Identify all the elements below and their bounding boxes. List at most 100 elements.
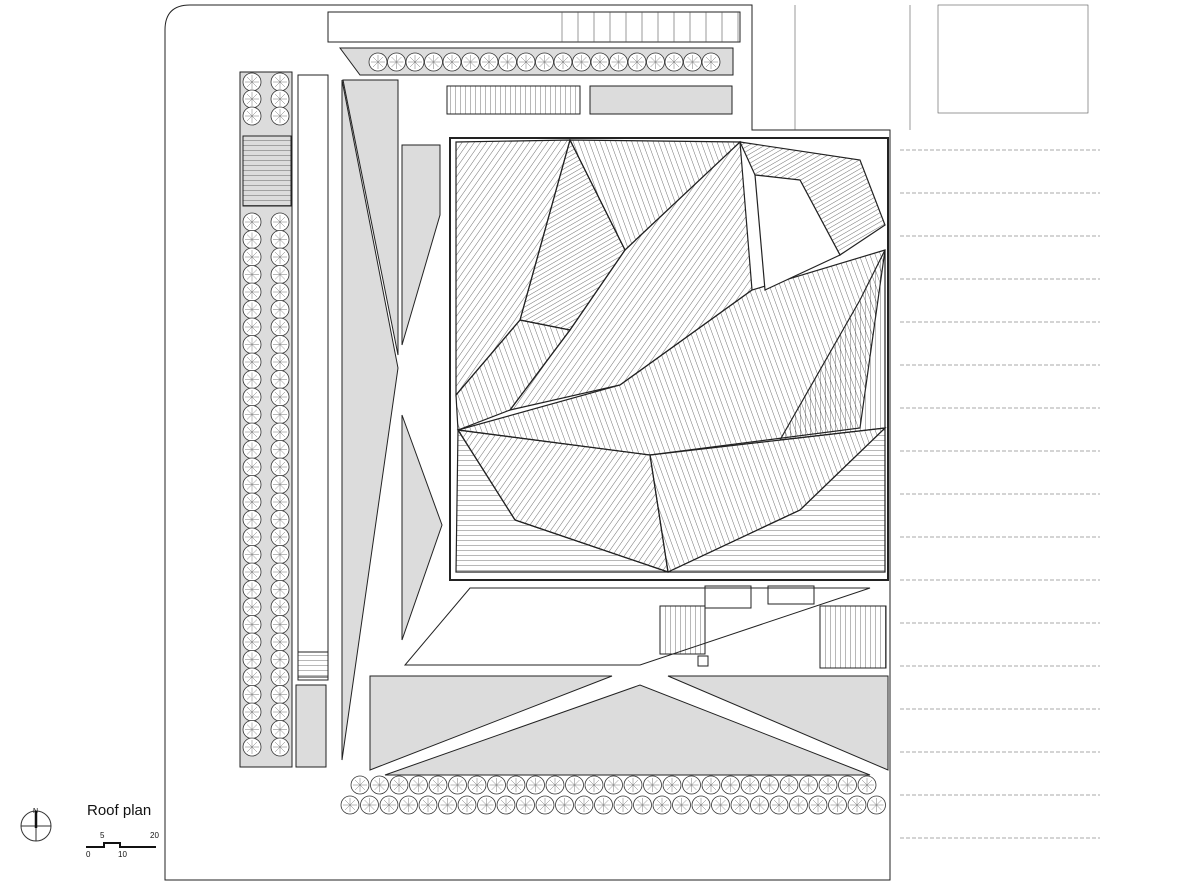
tree-icon [242,545,262,564]
tree-icon [604,775,623,795]
tree-icon [721,775,740,795]
scale-label-10: 10 [118,850,127,859]
tree-icon [270,632,290,652]
path-triangle [403,587,871,666]
landscape-bottom-right [667,675,889,771]
tree-icon [270,457,290,477]
tree-icon [242,527,262,547]
tree-icon [646,52,665,72]
tree-icon [270,300,290,319]
tree-icon [399,795,418,815]
tree-icon [818,775,838,795]
tree-icon [242,335,262,354]
tree-icon [847,795,867,815]
tree-icon [242,405,262,424]
tree-icon [516,52,536,72]
top-strip [327,11,741,43]
building-box [697,655,709,667]
tree-icon [779,775,799,795]
tree-icon [270,510,290,529]
tree-icon [242,475,262,494]
tree-icon [643,775,662,795]
tree-icon [270,667,290,687]
tree-icon [242,282,262,302]
tree-icon [565,775,584,795]
landscape-bottom-center [384,684,871,776]
tree-icon [506,775,526,795]
tree-icon [242,667,262,687]
tree-icon [270,282,290,302]
tree-icon [270,317,290,337]
tree-icon [270,685,290,704]
tree-icon [242,230,262,249]
tree-icon [242,352,262,372]
tree-icon [672,795,691,815]
tree-icon [242,632,262,652]
tree-icon [701,52,721,72]
hatched-block [446,85,581,115]
scale-label-5: 5 [100,831,105,840]
hatched-block [819,605,887,669]
tree-icon [242,300,262,319]
tree-icon [467,775,487,795]
tree-icon [389,775,409,795]
tree-icon [270,89,290,109]
tree-icon [242,212,262,232]
tree-icon [242,106,262,126]
tree-icon [627,52,647,72]
tree-icon [242,685,262,704]
tree-icon [867,795,886,815]
scale-label-0: 0 [86,850,91,859]
tree-icon [270,265,290,284]
tree-icon [516,795,535,815]
tree-icon [242,440,262,459]
landscape-strip-upper [342,79,399,356]
tree-icon [270,702,290,722]
landscape-strip-mid [401,414,443,641]
tree-icon [242,650,262,669]
tree-icon [711,795,730,815]
tree-icon [428,775,448,795]
tree-icon [270,440,290,459]
tree-icon [418,795,438,815]
tree-icon [270,615,290,634]
tree-icon [498,52,517,72]
tree-icon [487,775,506,795]
tree-icon [683,52,702,72]
tree-icon [789,795,808,815]
tree-icon [760,775,779,795]
tree-icon [555,795,574,815]
tree-icon [270,352,290,372]
tree-icon [368,52,388,72]
left-hatched [242,135,292,207]
north-label: N [33,808,38,815]
tree-icon [623,775,643,795]
tree-icon [857,775,877,795]
tree-icon [682,775,701,795]
hatched-block [659,605,706,655]
tree-icon [270,720,290,739]
tree-icon [270,562,290,582]
tree-icon [379,795,399,815]
tree-icon [535,52,554,72]
tree-icon [242,247,262,267]
landscape-bottom-left [369,675,613,771]
tree-icon [270,72,290,92]
tree-icon [664,52,684,72]
parking-area [794,4,1100,839]
tree-icon [613,795,633,815]
tree-icon [662,775,682,795]
tree-icon [242,457,262,477]
tree-icon [572,52,591,72]
tree-icon [242,72,262,92]
tree-icon [405,52,425,72]
tree-icon [242,422,262,442]
tree-icon [242,387,262,407]
tree-icon [270,475,290,494]
left-gray-bottom [295,684,327,768]
left-walkway [297,74,329,681]
tree-icon [448,775,467,795]
tree-icon [242,510,262,529]
tree-icon [442,52,462,72]
